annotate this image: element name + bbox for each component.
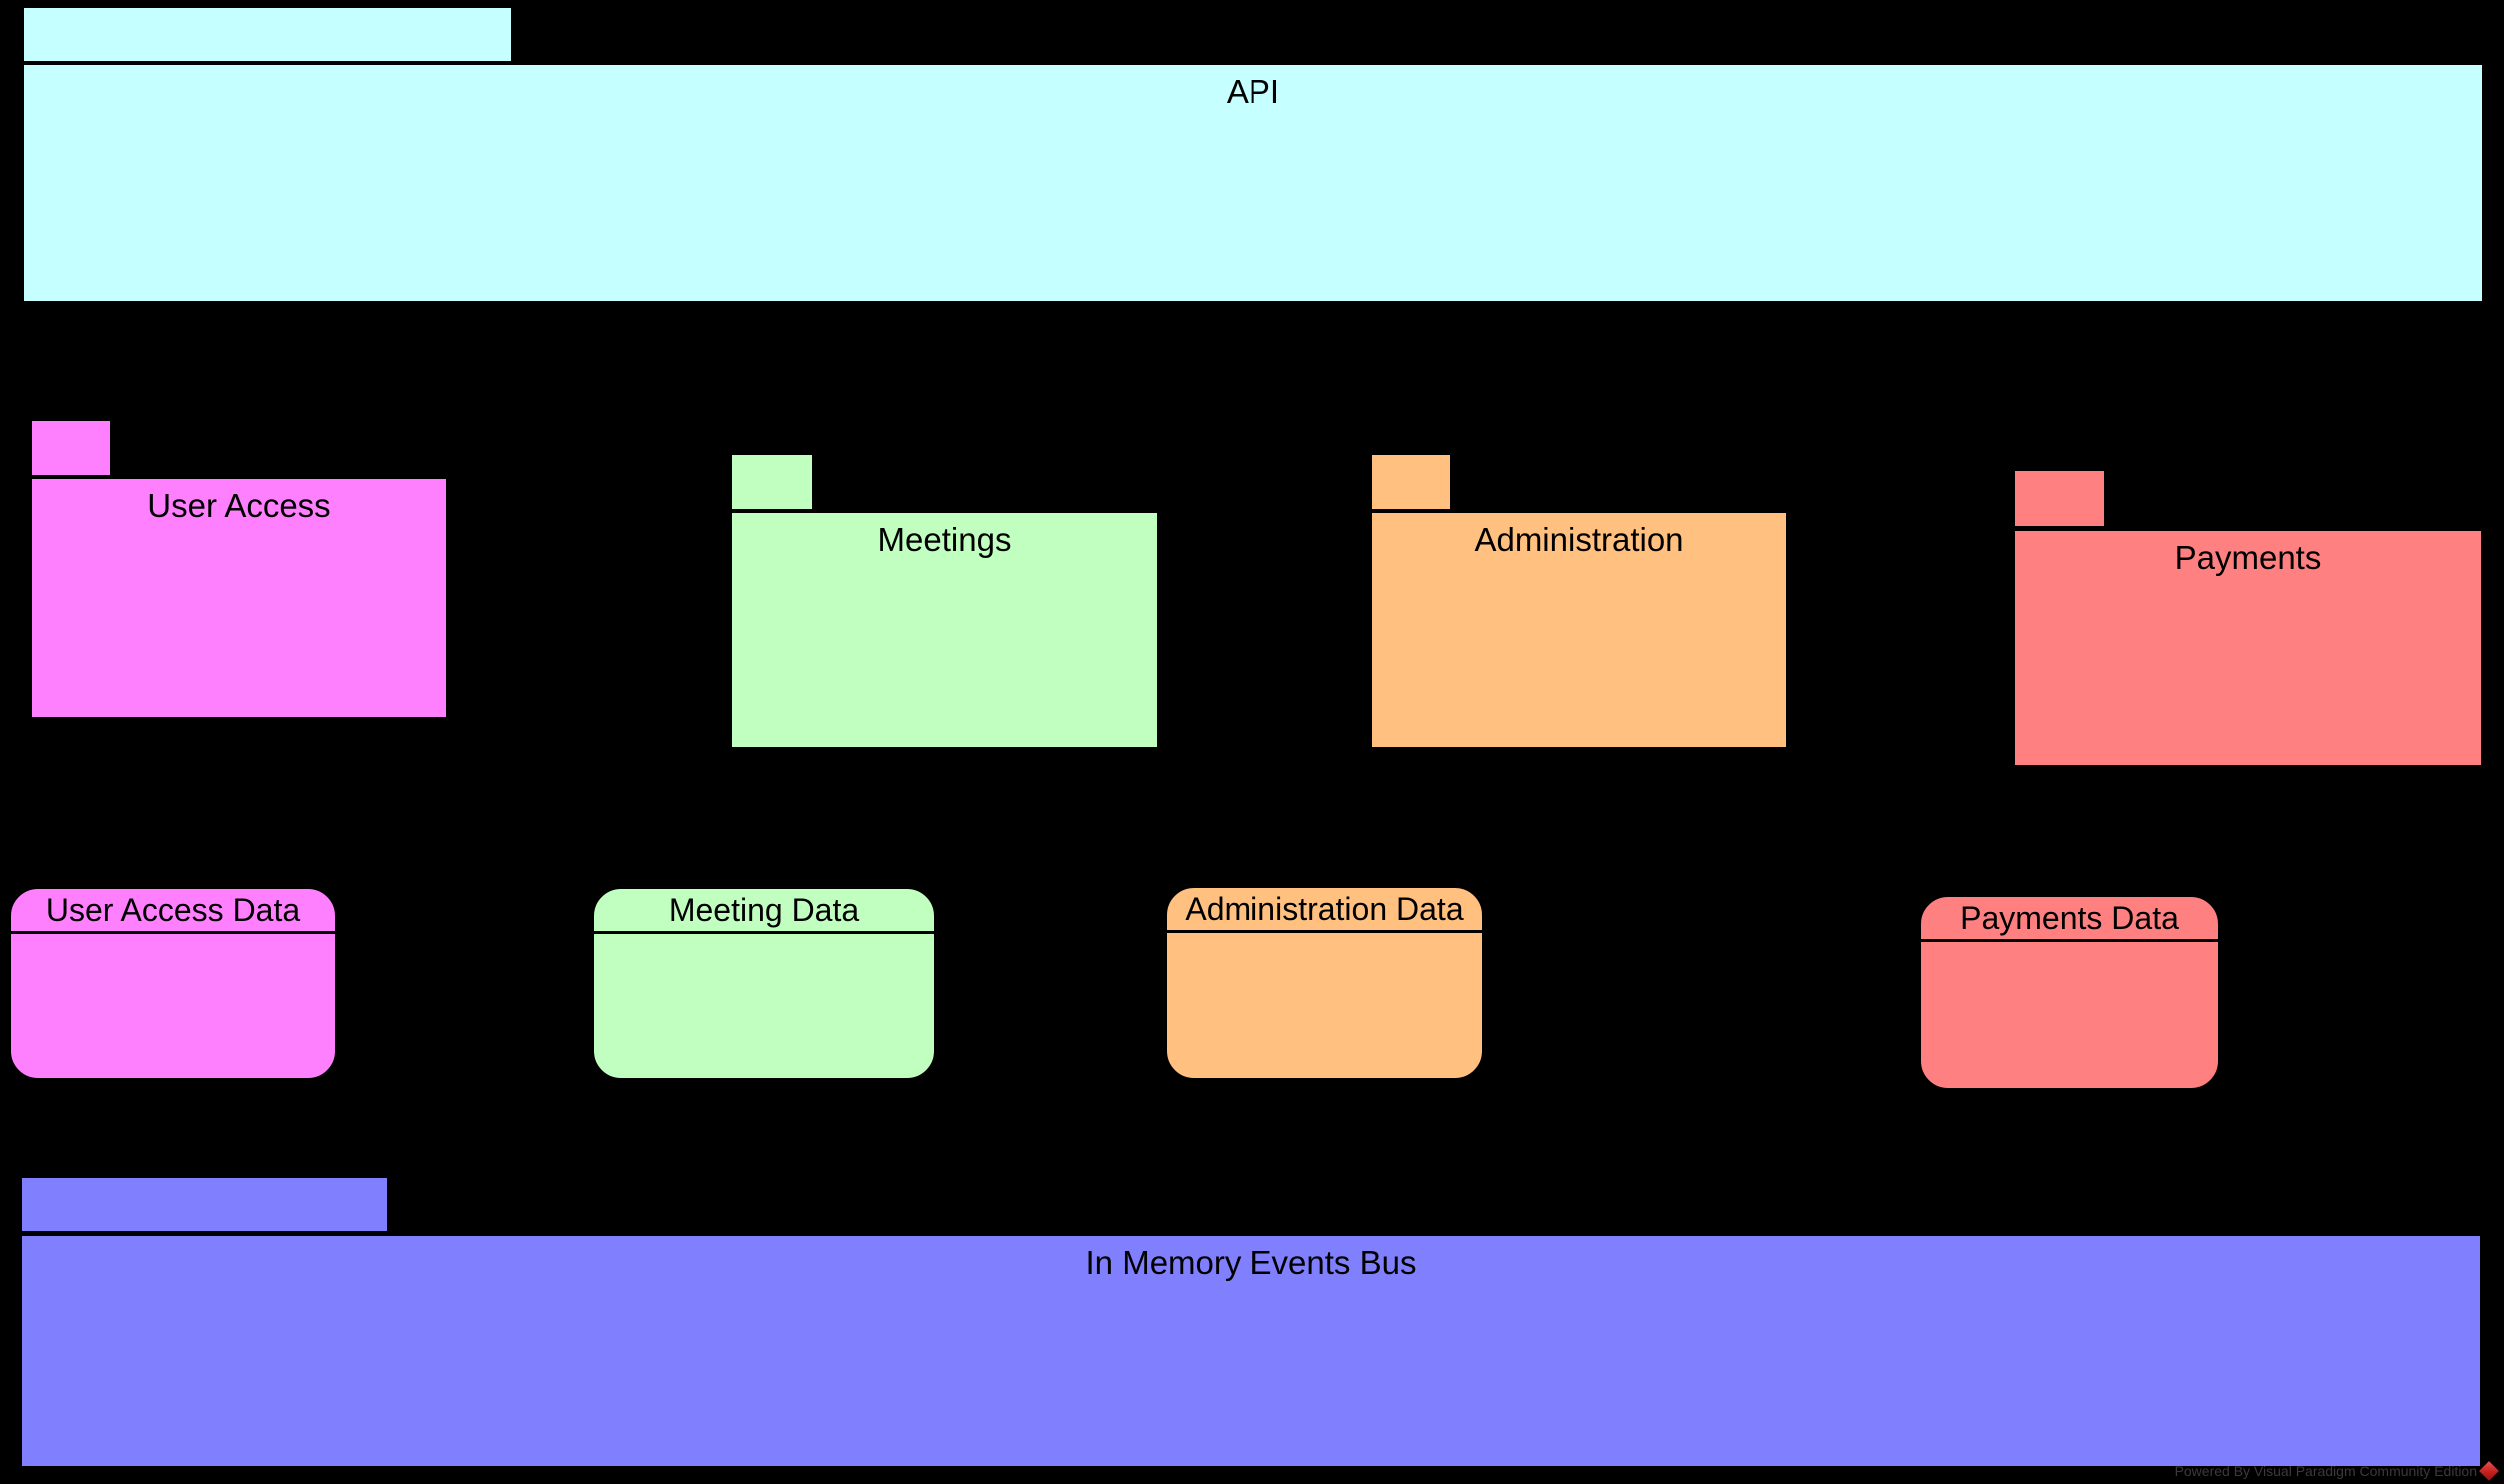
- watermark: Powered By Visual Paradigm Community Edi…: [2175, 1460, 2500, 1482]
- package-payments-body: Payments: [2015, 531, 2481, 765]
- package-payments[interactable]: Payments: [2015, 471, 2481, 765]
- package-administration-label: Administration: [1474, 521, 1684, 558]
- package-user-access-tab: [32, 421, 110, 475]
- package-user-access-body: User Access: [32, 479, 446, 717]
- datastore-administration-data[interactable]: Administration Data: [1164, 885, 1485, 1081]
- datastore-meeting-data-title: Meeting Data: [594, 889, 934, 934]
- package-meetings[interactable]: Meetings: [732, 455, 1157, 747]
- package-administration-body: Administration: [1372, 513, 1786, 747]
- package-events-bus[interactable]: In Memory Events Bus: [22, 1178, 2480, 1466]
- package-api-body: API: [24, 65, 2482, 301]
- package-api-label: API: [1226, 73, 1280, 110]
- package-meetings-body: Meetings: [732, 513, 1157, 747]
- package-user-access-label: User Access: [147, 487, 331, 524]
- package-events-bus-body: In Memory Events Bus: [22, 1236, 2480, 1466]
- datastore-administration-data-title: Administration Data: [1167, 888, 1482, 933]
- package-events-bus-tab: [22, 1178, 387, 1231]
- visual-paradigm-logo-icon: [2479, 1461, 2499, 1481]
- datastore-user-access-data[interactable]: User Access Data: [8, 886, 338, 1081]
- package-meetings-label: Meetings: [877, 521, 1012, 558]
- package-api[interactable]: API: [24, 8, 2482, 301]
- package-administration[interactable]: Administration: [1372, 455, 1786, 747]
- datastore-payments-data[interactable]: Payments Data: [1918, 894, 2221, 1091]
- package-api-tab: [24, 8, 511, 61]
- package-payments-label: Payments: [2174, 539, 2322, 576]
- watermark-text: Powered By Visual Paradigm Community Edi…: [2174, 1463, 2477, 1479]
- package-meetings-tab: [732, 455, 812, 509]
- package-events-bus-label: In Memory Events Bus: [1085, 1244, 1417, 1281]
- package-payments-tab: [2015, 471, 2104, 526]
- datastore-meeting-data[interactable]: Meeting Data: [591, 886, 937, 1081]
- package-user-access[interactable]: User Access: [32, 421, 446, 717]
- datastore-user-access-data-title: User Access Data: [11, 889, 335, 934]
- datastore-payments-data-title: Payments Data: [1921, 897, 2218, 942]
- package-administration-tab: [1372, 455, 1450, 509]
